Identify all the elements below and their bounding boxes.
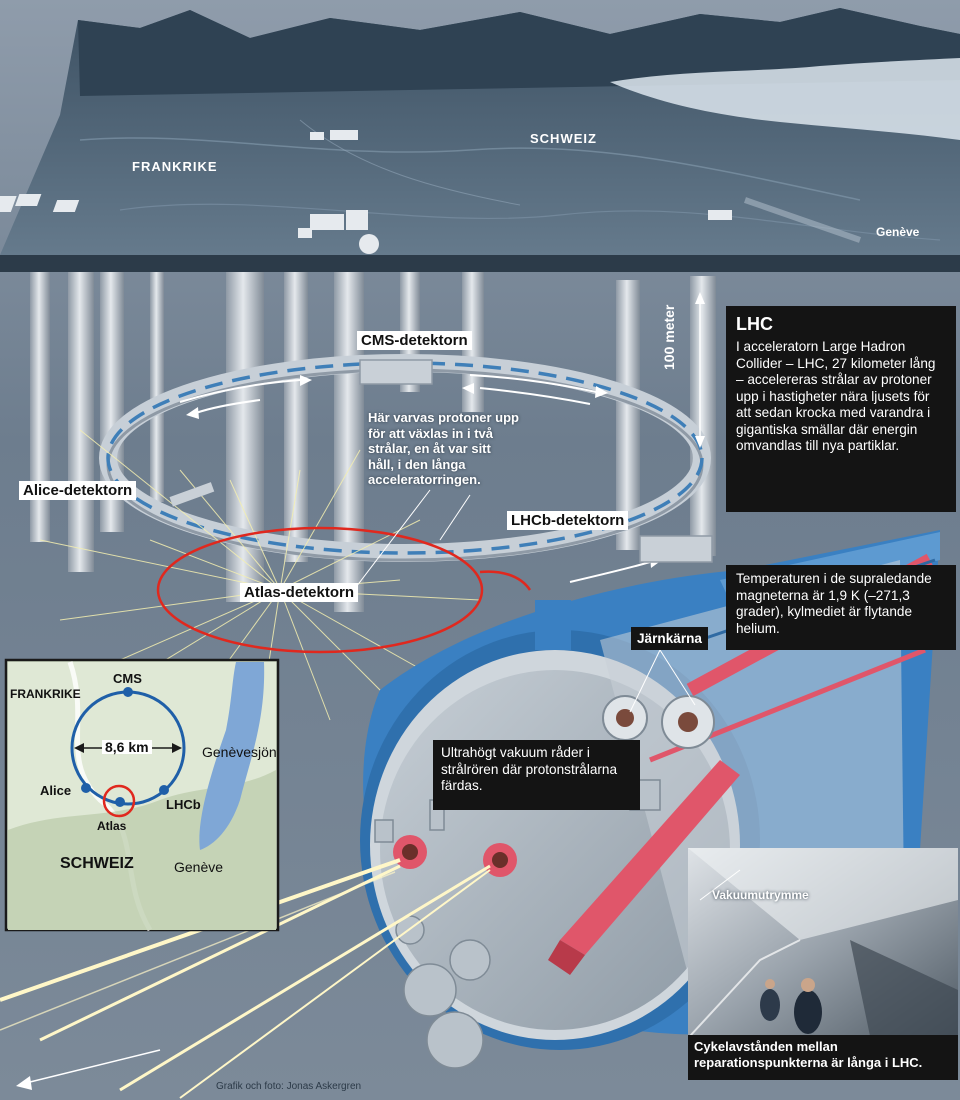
beam-outgoing-arrows (16, 1049, 161, 1090)
photo-caption: Cykelavstånden mellan reparationspunkter… (688, 1035, 958, 1080)
cms-detector-label: CMS-detektorn (357, 331, 472, 350)
leader-lines (349, 489, 741, 901)
tunnel-photo (688, 848, 958, 1037)
lhc-info-heading: LHC (736, 314, 773, 334)
map-label-cms: CMS (113, 671, 142, 686)
map-label-frankrike: FRANKRIKE (10, 687, 81, 701)
buildings (0, 130, 732, 254)
lhcb-detector-shape (639, 535, 713, 563)
depth-indicator (695, 292, 705, 448)
alice-detector-label: Alice-detektorn (19, 481, 137, 500)
terrain-label-geneve: Genève (876, 225, 920, 239)
vacuum-space-label: Vakuumutrymme (712, 888, 809, 902)
atlas-red-ring (156, 526, 484, 654)
credit-line: Grafik och foto: Jonas Askergren (216, 1081, 362, 1092)
map-label-lake: Genèvesjön (202, 744, 277, 760)
iron-core-label: Järnkärna (631, 627, 708, 650)
temperature-info-text: Temperaturen i de supraledande magnetern… (736, 571, 932, 636)
map-label-lhcb: LHCb (166, 797, 201, 812)
lake-geneva-terrain (610, 58, 960, 140)
beam-direction-arrows (179, 374, 662, 583)
lhcb-detector-label: LHCb-detektorn (507, 511, 629, 530)
ring-note: Här varvas protoner upp för att växlas i… (368, 410, 519, 488)
temperature-info-box: Temperaturen i de supraledande magnetern… (726, 565, 956, 650)
cms-detector-shape (359, 359, 433, 385)
atlas-detector-label: Atlas-detektorn (240, 583, 359, 602)
terrain-label-frankrike: FRANKRIKE (132, 159, 218, 174)
map-lake (199, 662, 265, 850)
map-label-alice: Alice (40, 783, 72, 798)
terrain-label-schweiz: SCHWEIZ (530, 131, 597, 146)
vacuum-info-text: Ultrahögt vakuum råder i strålrören där … (441, 745, 618, 794)
location-map (4, 658, 280, 932)
map-label-schweiz: SCHWEIZ (60, 855, 134, 872)
lhc-info-box: LHC I acceleratorn Large Hadron Collider… (726, 306, 956, 512)
vacuum-info-box: Ultrahögt vakuum råder i strålrören där … (433, 740, 640, 810)
lhc-info-text: I acceleratorn Large Hadron Collider – L… (736, 339, 936, 454)
terrain-block (0, 8, 960, 272)
depth-label: 100 meter (661, 304, 677, 370)
map-label-atlas: Atlas (97, 819, 127, 833)
map-label-distance: 8,6 km (102, 740, 152, 754)
map-label-geneve: Genève (174, 859, 224, 875)
